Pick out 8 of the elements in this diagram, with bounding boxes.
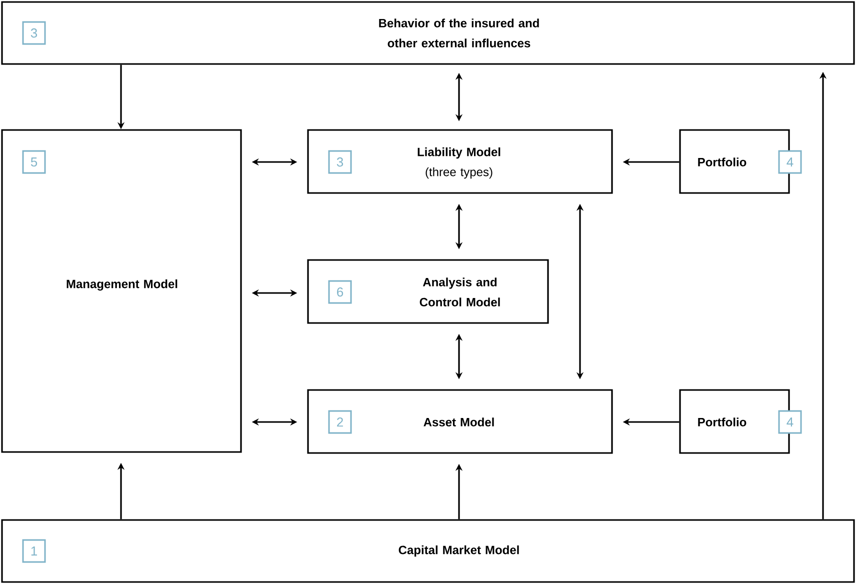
number-badge: 3 [328, 150, 352, 174]
number-badge: 6 [328, 280, 352, 304]
number-badge: 2 [328, 410, 352, 434]
number-badge: 3 [22, 21, 46, 45]
number-badge: 1 [22, 539, 46, 563]
number-badge: 4 [778, 410, 802, 434]
number-badge: 4 [778, 150, 802, 174]
number-badge: 5 [22, 150, 46, 174]
